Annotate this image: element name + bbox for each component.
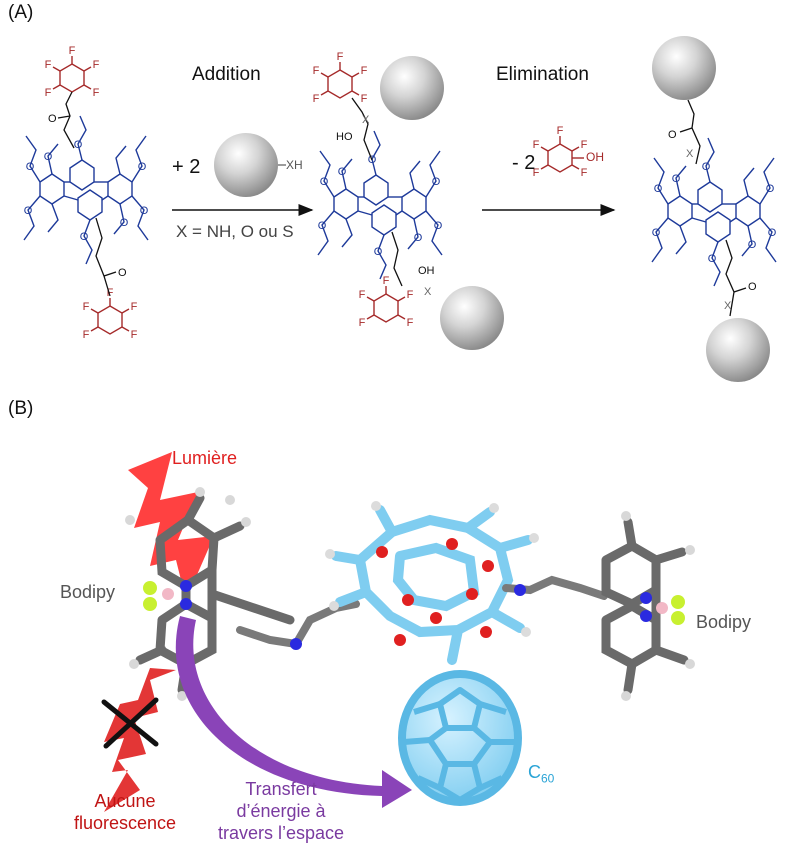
energy-transfer-arrow <box>175 616 412 808</box>
atom-x-3: X <box>686 148 694 160</box>
linker-left <box>236 600 360 649</box>
svg-text:O: O <box>748 281 757 293</box>
elimination-label: Elimination <box>496 64 589 85</box>
svg-text:O: O <box>48 113 57 125</box>
blocked-cross-icon <box>101 697 159 749</box>
energy-transfer-label: Transfert d’énergie à travers l’espace <box>196 778 366 844</box>
light-label: Lumière <box>172 448 238 468</box>
transfer-line3: travers l’espace <box>217 823 345 843</box>
phenol-oh: OH <box>586 150 604 164</box>
bodipy-left-label: Bodipy <box>60 582 116 602</box>
nucleophile-sphere <box>214 133 278 197</box>
c60-main: C <box>528 762 541 782</box>
svg-text:OH: OH <box>418 265 435 277</box>
panel-b-label: (B) <box>8 398 34 419</box>
svg-text:O: O <box>668 129 677 141</box>
fluorescence-bolt-icon <box>104 668 176 812</box>
c60-subscript: 60 <box>541 771 555 786</box>
panel-a-label: (A) <box>8 2 34 23</box>
calixarene-3d-model <box>325 501 539 665</box>
c60-fullerene-model <box>398 670 522 806</box>
c60-label: C60 <box>528 762 554 786</box>
bodipy-right-model <box>601 511 695 701</box>
no-fluorescence-line2: fluorescence <box>73 813 177 833</box>
reaction-condition: X = NH, O ou S <box>176 222 294 241</box>
atom-x-1: X <box>362 114 370 126</box>
bodipy-right-label: Bodipy <box>696 612 752 632</box>
transfer-line1: Transfert <box>245 779 317 799</box>
calixarene-diamide-product: O O <box>651 36 778 382</box>
calixarene-diester-reactant: O O <box>23 44 150 342</box>
addition-label: Addition <box>192 64 261 85</box>
reagent-coefficient: + 2 <box>172 156 201 178</box>
bodipy-left-model <box>125 487 295 701</box>
tetrahedral-intermediate: HO OH <box>311 50 504 350</box>
svg-text:O: O <box>118 267 127 279</box>
atom-x-2: X <box>424 286 432 298</box>
reagent-group: XH <box>286 158 303 172</box>
svg-text:HO: HO <box>336 131 353 143</box>
pentafluorophenol <box>531 124 589 180</box>
no-fluorescence-line1: Aucune <box>94 791 156 811</box>
elimination-coefficient: - 2 <box>512 152 536 174</box>
atom-x-4: X <box>724 300 732 312</box>
light-bolt-icon <box>128 452 214 600</box>
no-fluorescence-label: Aucune fluorescence <box>70 790 180 834</box>
transfer-line2: d’énergie à <box>236 801 326 821</box>
